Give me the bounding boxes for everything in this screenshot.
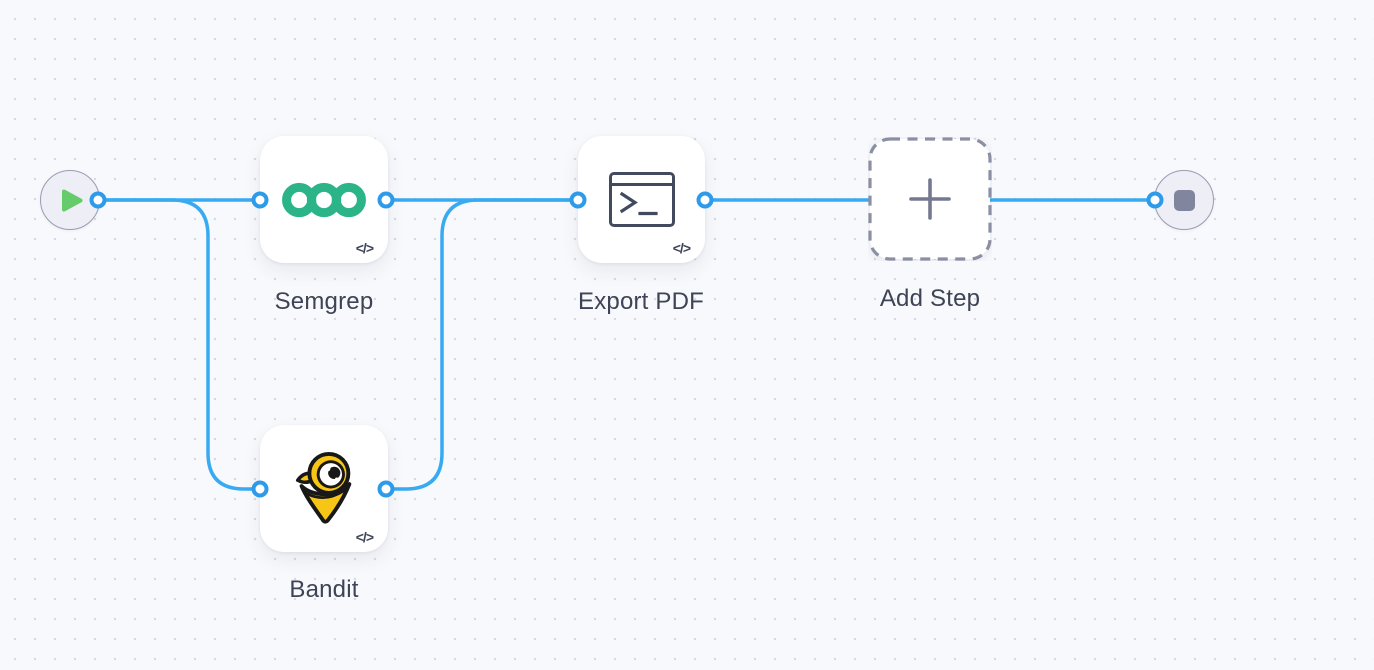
semgrep-node[interactable]: </> — [260, 136, 388, 263]
stop-icon — [1173, 189, 1195, 211]
terminal-icon — [608, 172, 675, 227]
code-icon: </> — [355, 529, 374, 545]
code-icon: </> — [672, 240, 691, 256]
code-icon: </> — [355, 240, 374, 256]
end-node[interactable] — [1154, 170, 1214, 230]
semgrep-node-label: Semgrep — [274, 288, 374, 315]
export-pdf-node[interactable]: </> — [578, 136, 705, 263]
edge-bandit-to-export-pdf[interactable] — [384, 198, 580, 491]
bandit-node-label: Bandit — [289, 576, 359, 603]
semgrep-logo-icon — [282, 182, 366, 217]
play-icon — [62, 189, 83, 211]
bandit-logo-icon — [295, 451, 352, 524]
plus-icon — [909, 178, 951, 220]
bandit-node[interactable]: </> — [260, 425, 388, 552]
export-pdf-node-label: Export PDF — [577, 288, 705, 315]
add-step-node-label: Add Step — [879, 285, 981, 312]
edge-start-to-bandit[interactable] — [96, 198, 262, 491]
add-step-node[interactable] — [868, 137, 992, 261]
start-node[interactable] — [40, 170, 100, 230]
